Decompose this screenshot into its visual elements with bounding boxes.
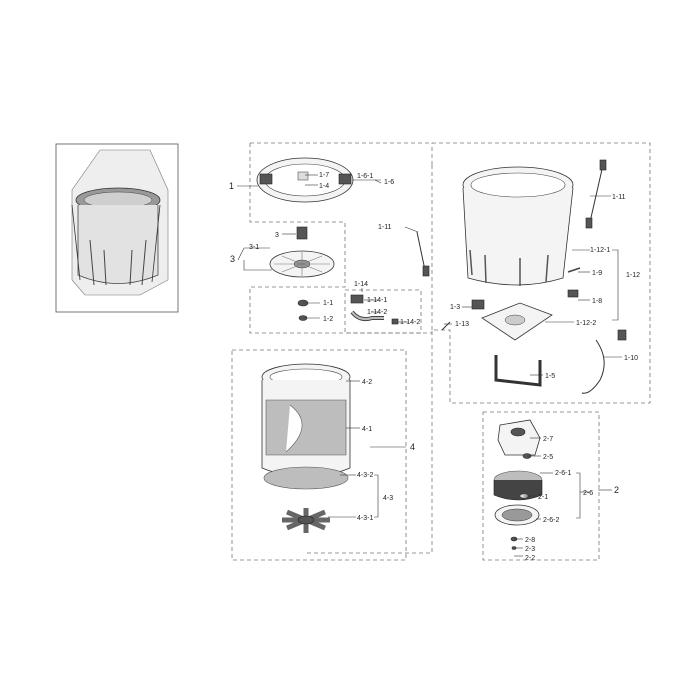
- label-3-1: 3-1: [249, 244, 259, 251]
- label-3: 3: [230, 254, 235, 264]
- label-1-8: 1-8: [592, 298, 602, 305]
- label-1-4: 1-4: [319, 183, 329, 190]
- label-2-3: 2-3: [525, 546, 535, 553]
- part-labels: 1 1-7 1-4 1-6-1 1-6 3 3 3-1 1-11 1-14 1-…: [229, 172, 640, 562]
- tub-cover: [256, 157, 354, 203]
- label-1-11-right: 1-11: [612, 194, 626, 201]
- hose-parts: [350, 231, 430, 325]
- label-1-11-left: 1-11: [378, 224, 392, 231]
- label-1-14: 1-14: [354, 281, 368, 288]
- label-1-5: 1-5: [545, 373, 555, 380]
- label-1-14-2a: 1-14-2: [367, 309, 387, 316]
- label-2-6: 2-6: [583, 490, 593, 497]
- label-1-10: 1-10: [624, 355, 638, 362]
- label-4-2: 4-2: [362, 379, 372, 386]
- label-1-7: 1-7: [319, 172, 329, 179]
- label-1-14-2b: 1-14-2: [400, 319, 420, 326]
- label-1-3: 1-3: [450, 304, 460, 311]
- label-1-1: 1-1: [323, 300, 333, 307]
- label-2-6-2: 2-6-2: [543, 517, 559, 524]
- label-1-6: 1-6: [384, 179, 394, 186]
- label-1-2: 1-2: [323, 316, 333, 323]
- label-4: 4: [410, 442, 415, 452]
- label-4-1: 4-1: [362, 426, 372, 433]
- label-4-3: 4-3: [383, 495, 393, 502]
- label-2-6-1: 2-6-1: [555, 470, 571, 477]
- label-2-8: 2-8: [525, 537, 535, 544]
- label-1-9: 1-9: [592, 270, 602, 277]
- label-4-3-1: 4-3-1: [357, 515, 373, 522]
- motor-clutch: [493, 419, 543, 550]
- label-1-12-1: 1-12-1: [590, 247, 610, 254]
- label-2: 2: [614, 485, 619, 495]
- outer-tub: [441, 159, 627, 394]
- overview-inset: [55, 143, 179, 313]
- spin-basket: [261, 363, 351, 533]
- label-4-3-2: 4-3-2: [357, 472, 373, 479]
- label-2-1: 2-1: [538, 494, 548, 501]
- label-2-2: 2-2: [525, 555, 535, 562]
- group-boundaries: [231, 142, 651, 561]
- label-2-7: 2-7: [543, 436, 553, 443]
- label-1: 1: [229, 181, 234, 191]
- label-2-5: 2-5: [543, 454, 553, 461]
- label-1-12-2: 1-12-2: [576, 320, 596, 327]
- label-1-6-1: 1-6-1: [357, 173, 373, 180]
- label-1-12: 1-12: [626, 272, 640, 279]
- label-1-13: 1-13: [455, 321, 469, 328]
- label-1-14-1: 1-14-1: [367, 297, 387, 304]
- pulsator-assembly: [269, 226, 335, 321]
- label-3-small: 3: [275, 232, 279, 239]
- leader-lines: [237, 174, 622, 557]
